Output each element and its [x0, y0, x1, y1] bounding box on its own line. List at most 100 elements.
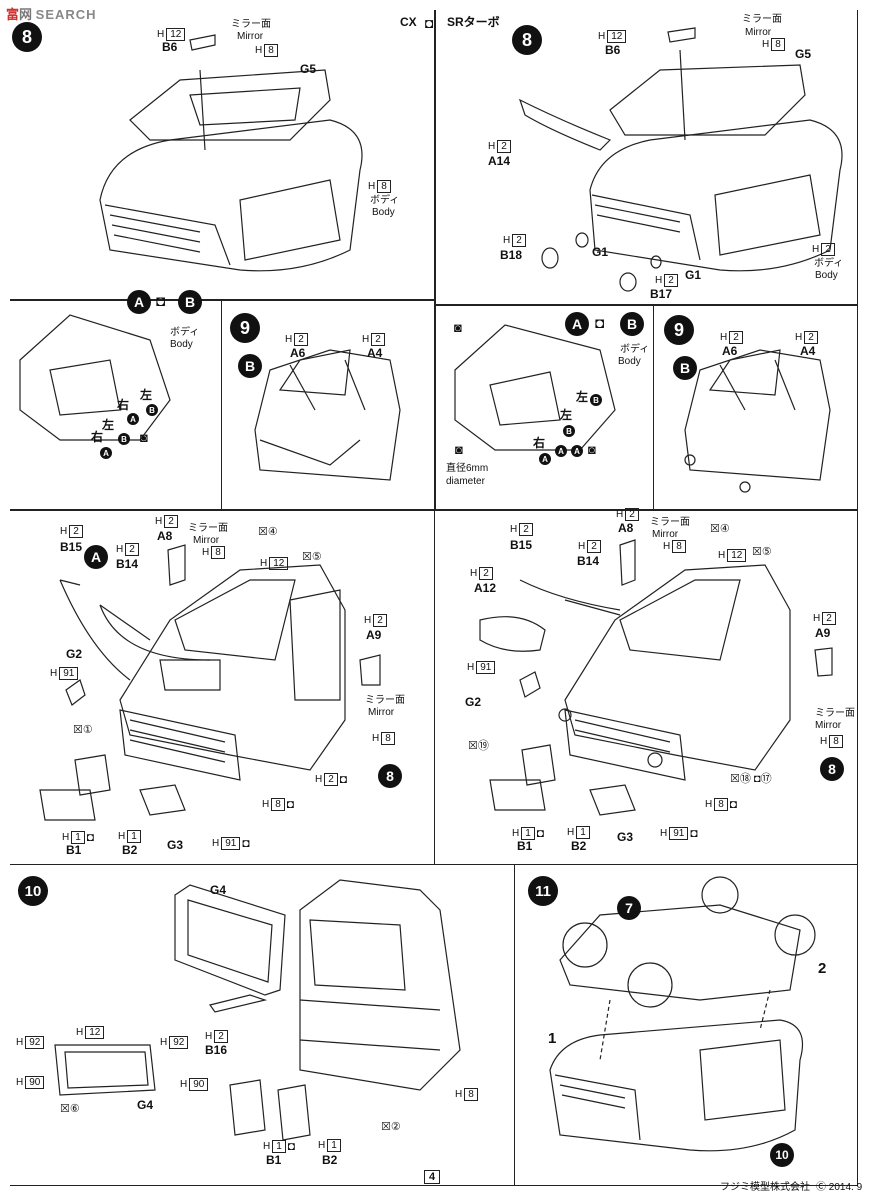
part-a6: A6 — [290, 346, 306, 360]
step-10-marker: 10 — [18, 876, 48, 906]
body-en-label: Body — [618, 356, 641, 367]
part-g3: G3 — [617, 830, 634, 844]
mirror-face-label: ミラー面 — [742, 14, 782, 25]
body-en-label: Body — [815, 270, 838, 281]
left-label: 左 — [102, 418, 115, 432]
star-decal-4: ☒④ — [710, 523, 730, 535]
star-decal-4: ☒④ — [258, 526, 278, 538]
marker-b: B — [146, 404, 158, 416]
step-10-ref-marker: 10 — [770, 1143, 794, 1167]
part-b1: B1 — [66, 843, 82, 857]
part-g2: G2 — [465, 695, 482, 709]
part-g1: G1 — [592, 245, 609, 259]
mirror-face-label: ミラー面 — [188, 523, 228, 534]
part-g3: G3 — [167, 838, 184, 852]
panel-step9-sr — [653, 305, 858, 510]
part-a4: A4 — [800, 344, 816, 358]
star-decal-1: ☒① — [73, 724, 93, 736]
part-g4: G4 — [210, 883, 227, 897]
cement-icon: ◙ — [454, 320, 462, 335]
watermark: 富网 SEARCH — [6, 7, 97, 22]
left-label: 左 — [576, 390, 589, 404]
star-decal-19: ☒⑲ — [468, 740, 489, 752]
mirror-label: Mirror — [368, 707, 395, 718]
part-a9: A9 — [366, 628, 382, 642]
circle-letter-b: B — [238, 354, 262, 378]
circle-letter-b: B — [673, 356, 697, 380]
company-name: フジミ模型株式会社 — [720, 1182, 810, 1193]
circle-letter-a: A — [84, 545, 108, 569]
mirror-label: Mirror — [237, 31, 264, 42]
body-jp-label: ボディ — [170, 327, 200, 338]
marker-a: A — [539, 453, 551, 465]
part-b1: B1 — [517, 839, 533, 853]
marker-b: B — [563, 425, 575, 437]
page-number: 4 — [424, 1170, 441, 1184]
mirror-label: Mirror — [652, 529, 679, 540]
part-g1: G1 — [685, 268, 702, 282]
right-label: 右 — [117, 398, 130, 412]
part-a9: A9 — [815, 626, 831, 640]
cement-icon: ◙ — [588, 442, 596, 457]
marker-a: A — [127, 413, 139, 425]
part-b15: B15 — [510, 538, 533, 552]
part-a12: A12 — [474, 581, 497, 595]
part-b2: B2 — [571, 839, 587, 853]
marker-b: B — [590, 394, 602, 406]
step-8-ref-marker: 8 — [820, 757, 844, 781]
part-b2: B2 — [122, 843, 138, 857]
star-decal-5: ☒⑤ — [752, 546, 772, 558]
variant-divider-icon: ◘ — [425, 15, 434, 31]
star-decal-5: ☒⑤ — [302, 551, 322, 563]
part-a8: A8 — [618, 521, 634, 535]
step-11-marker: 11 — [528, 876, 558, 906]
part-b18: B18 — [500, 248, 523, 262]
mirror-face-label: ミラー面 — [650, 517, 690, 528]
body-jp-label: ボディ — [370, 195, 400, 206]
part-g5: G5 — [795, 47, 812, 61]
part-b6: B6 — [605, 43, 621, 57]
mirror-label: Mirror — [193, 535, 220, 546]
step-9-sr-marker: 9 — [664, 315, 694, 345]
part-a4: A4 — [367, 346, 383, 360]
marker-a: A — [571, 445, 583, 457]
left-label: 左 — [560, 408, 573, 422]
marker-a: A — [100, 447, 112, 459]
cement-icon: ◙ — [455, 442, 463, 457]
left-label: 左 — [140, 388, 153, 402]
circle-letter-b: B — [620, 312, 644, 336]
star-decal-6: ☒⑥ — [60, 1103, 80, 1115]
diameter-en-label: diameter — [446, 476, 485, 487]
right-label: 右 — [533, 436, 546, 450]
part-a6: A6 — [722, 344, 738, 358]
variant-sr-label: SRターボ — [447, 15, 500, 29]
copyright: Ⓒ 2014. 9 — [816, 1182, 863, 1193]
